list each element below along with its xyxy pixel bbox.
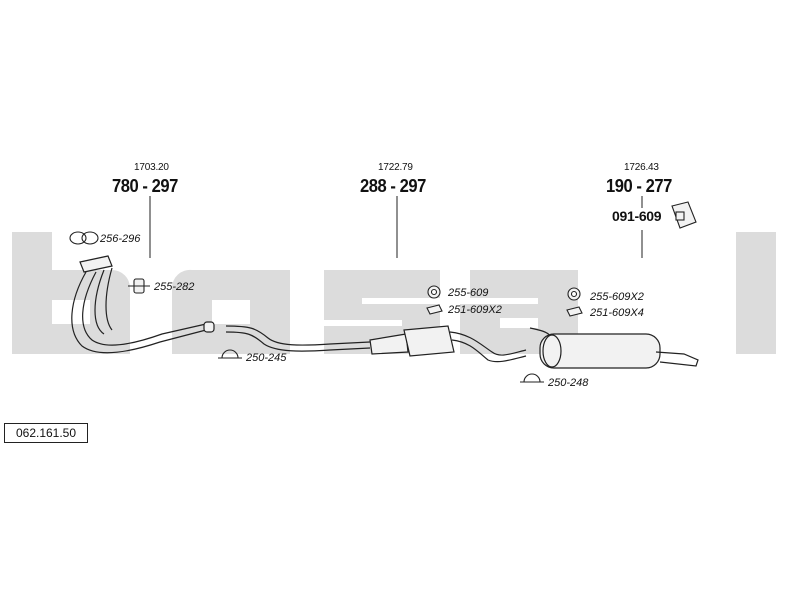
rubber-mount-icon — [128, 278, 150, 294]
part-label[interactable]: 250-245 — [246, 352, 287, 364]
front-pipe-part — [71, 255, 215, 354]
extra-part-code[interactable]: 091-609 — [612, 208, 662, 224]
reference-code-box: 062.161.50 — [4, 423, 88, 443]
part-label[interactable]: 255-609 — [448, 287, 489, 299]
gasket-icon — [69, 231, 99, 245]
part-label[interactable]: 250-248 — [548, 377, 589, 389]
part-label[interactable]: 255-609X2 — [590, 291, 644, 303]
rear-silencer-part — [529, 327, 699, 369]
part-label[interactable]: 251-609X4 — [590, 307, 644, 319]
heat-shield-icon — [671, 201, 697, 229]
leader-lines — [149, 196, 643, 258]
assembly-price: 1722.79 — [378, 162, 413, 173]
part-label[interactable]: 256-296 — [100, 233, 141, 245]
assembly-code[interactable]: 190 - 277 — [606, 176, 672, 196]
assembly-price: 1726.43 — [624, 162, 659, 173]
assembly-price: 1703.20 — [134, 162, 169, 173]
middle-pipe-part — [225, 325, 527, 363]
rubber-ring-icon — [427, 285, 581, 301]
bracket-icon — [426, 304, 583, 317]
pipe-clamp-icon — [218, 349, 544, 383]
assembly-code[interactable]: 288 - 297 — [360, 176, 426, 196]
part-label[interactable]: 251-609X2 — [448, 304, 502, 316]
assembly-code[interactable]: 780 - 297 — [112, 176, 178, 196]
part-label[interactable]: 255-282 — [154, 281, 195, 293]
